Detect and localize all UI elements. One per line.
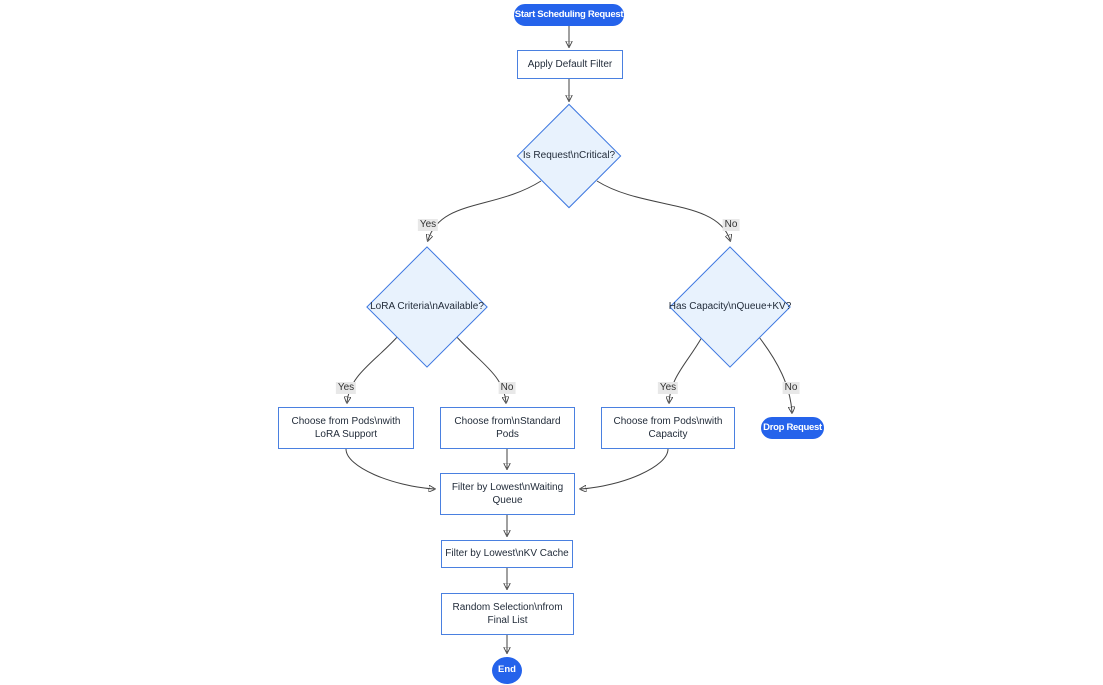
node-random-selection-label: Random Selection\nfrom Final List <box>452 601 563 627</box>
node-drop-request-label: Drop Request <box>763 421 822 433</box>
node-choose-pods-lora-label: Choose from Pods\nwith LoRA Support <box>291 415 401 441</box>
node-filter-kv-cache: Filter by Lowest\nKV Cache <box>441 540 573 568</box>
edge-label-lora-yes: Yes <box>335 382 357 394</box>
node-choose-pods-capacity-label: Choose from Pods\nwith Capacity <box>613 415 723 441</box>
node-lora-criteria-available-label: LoRA Criteria\nAvailable? <box>370 301 484 313</box>
node-is-request-critical-label: Is Request\nCritical? <box>522 150 616 162</box>
node-apply-default-filter: Apply Default Filter <box>517 50 623 79</box>
node-choose-standard-pods: Choose from\nStandard Pods <box>440 407 575 449</box>
node-apply-default-filter-label: Apply Default Filter <box>527 58 613 70</box>
node-lora-criteria-available: LoRA Criteria\nAvailable? <box>366 246 488 368</box>
edge-capacitypods-to-filter <box>581 448 669 489</box>
node-has-capacity-queue-kv-label: Has Capacity\nQueue+KV? <box>668 301 792 313</box>
edge-lora-yes <box>347 334 400 402</box>
edge-label-critical-no: No <box>722 219 740 231</box>
node-random-selection: Random Selection\nfrom Final List <box>441 593 574 635</box>
node-start: Start Scheduling Request <box>514 4 624 26</box>
edge-label-lora-no: No <box>498 382 516 394</box>
edge-capacity-yes <box>669 336 703 402</box>
edge-capacity-no <box>758 336 792 412</box>
node-choose-standard-pods-label: Choose from\nStandard Pods <box>454 415 561 441</box>
node-drop-request: Drop Request <box>761 417 824 439</box>
edge-lora-no <box>454 334 506 402</box>
node-filter-kv-cache-label: Filter by Lowest\nKV Cache <box>445 548 569 560</box>
node-is-request-critical: Is Request\nCritical? <box>516 103 622 209</box>
edge-label-capacity-no: No <box>782 382 800 394</box>
edge-label-critical-yes: Yes <box>417 219 439 231</box>
node-start-label: Start Scheduling Request <box>514 8 624 20</box>
node-choose-pods-capacity: Choose from Pods\nwith Capacity <box>601 407 735 449</box>
edge-label-capacity-yes: Yes <box>657 382 679 394</box>
node-filter-waiting-queue-label: Filter by Lowest\nWaiting Queue <box>451 481 564 507</box>
edge-lorapods-to-filter <box>345 448 434 489</box>
node-end-label: End <box>498 664 516 676</box>
node-choose-pods-lora: Choose from Pods\nwith LoRA Support <box>278 407 414 449</box>
node-filter-waiting-queue: Filter by Lowest\nWaiting Queue <box>440 473 575 515</box>
node-end: End <box>492 657 522 684</box>
node-has-capacity-queue-kv: Has Capacity\nQueue+KV? <box>669 246 791 368</box>
